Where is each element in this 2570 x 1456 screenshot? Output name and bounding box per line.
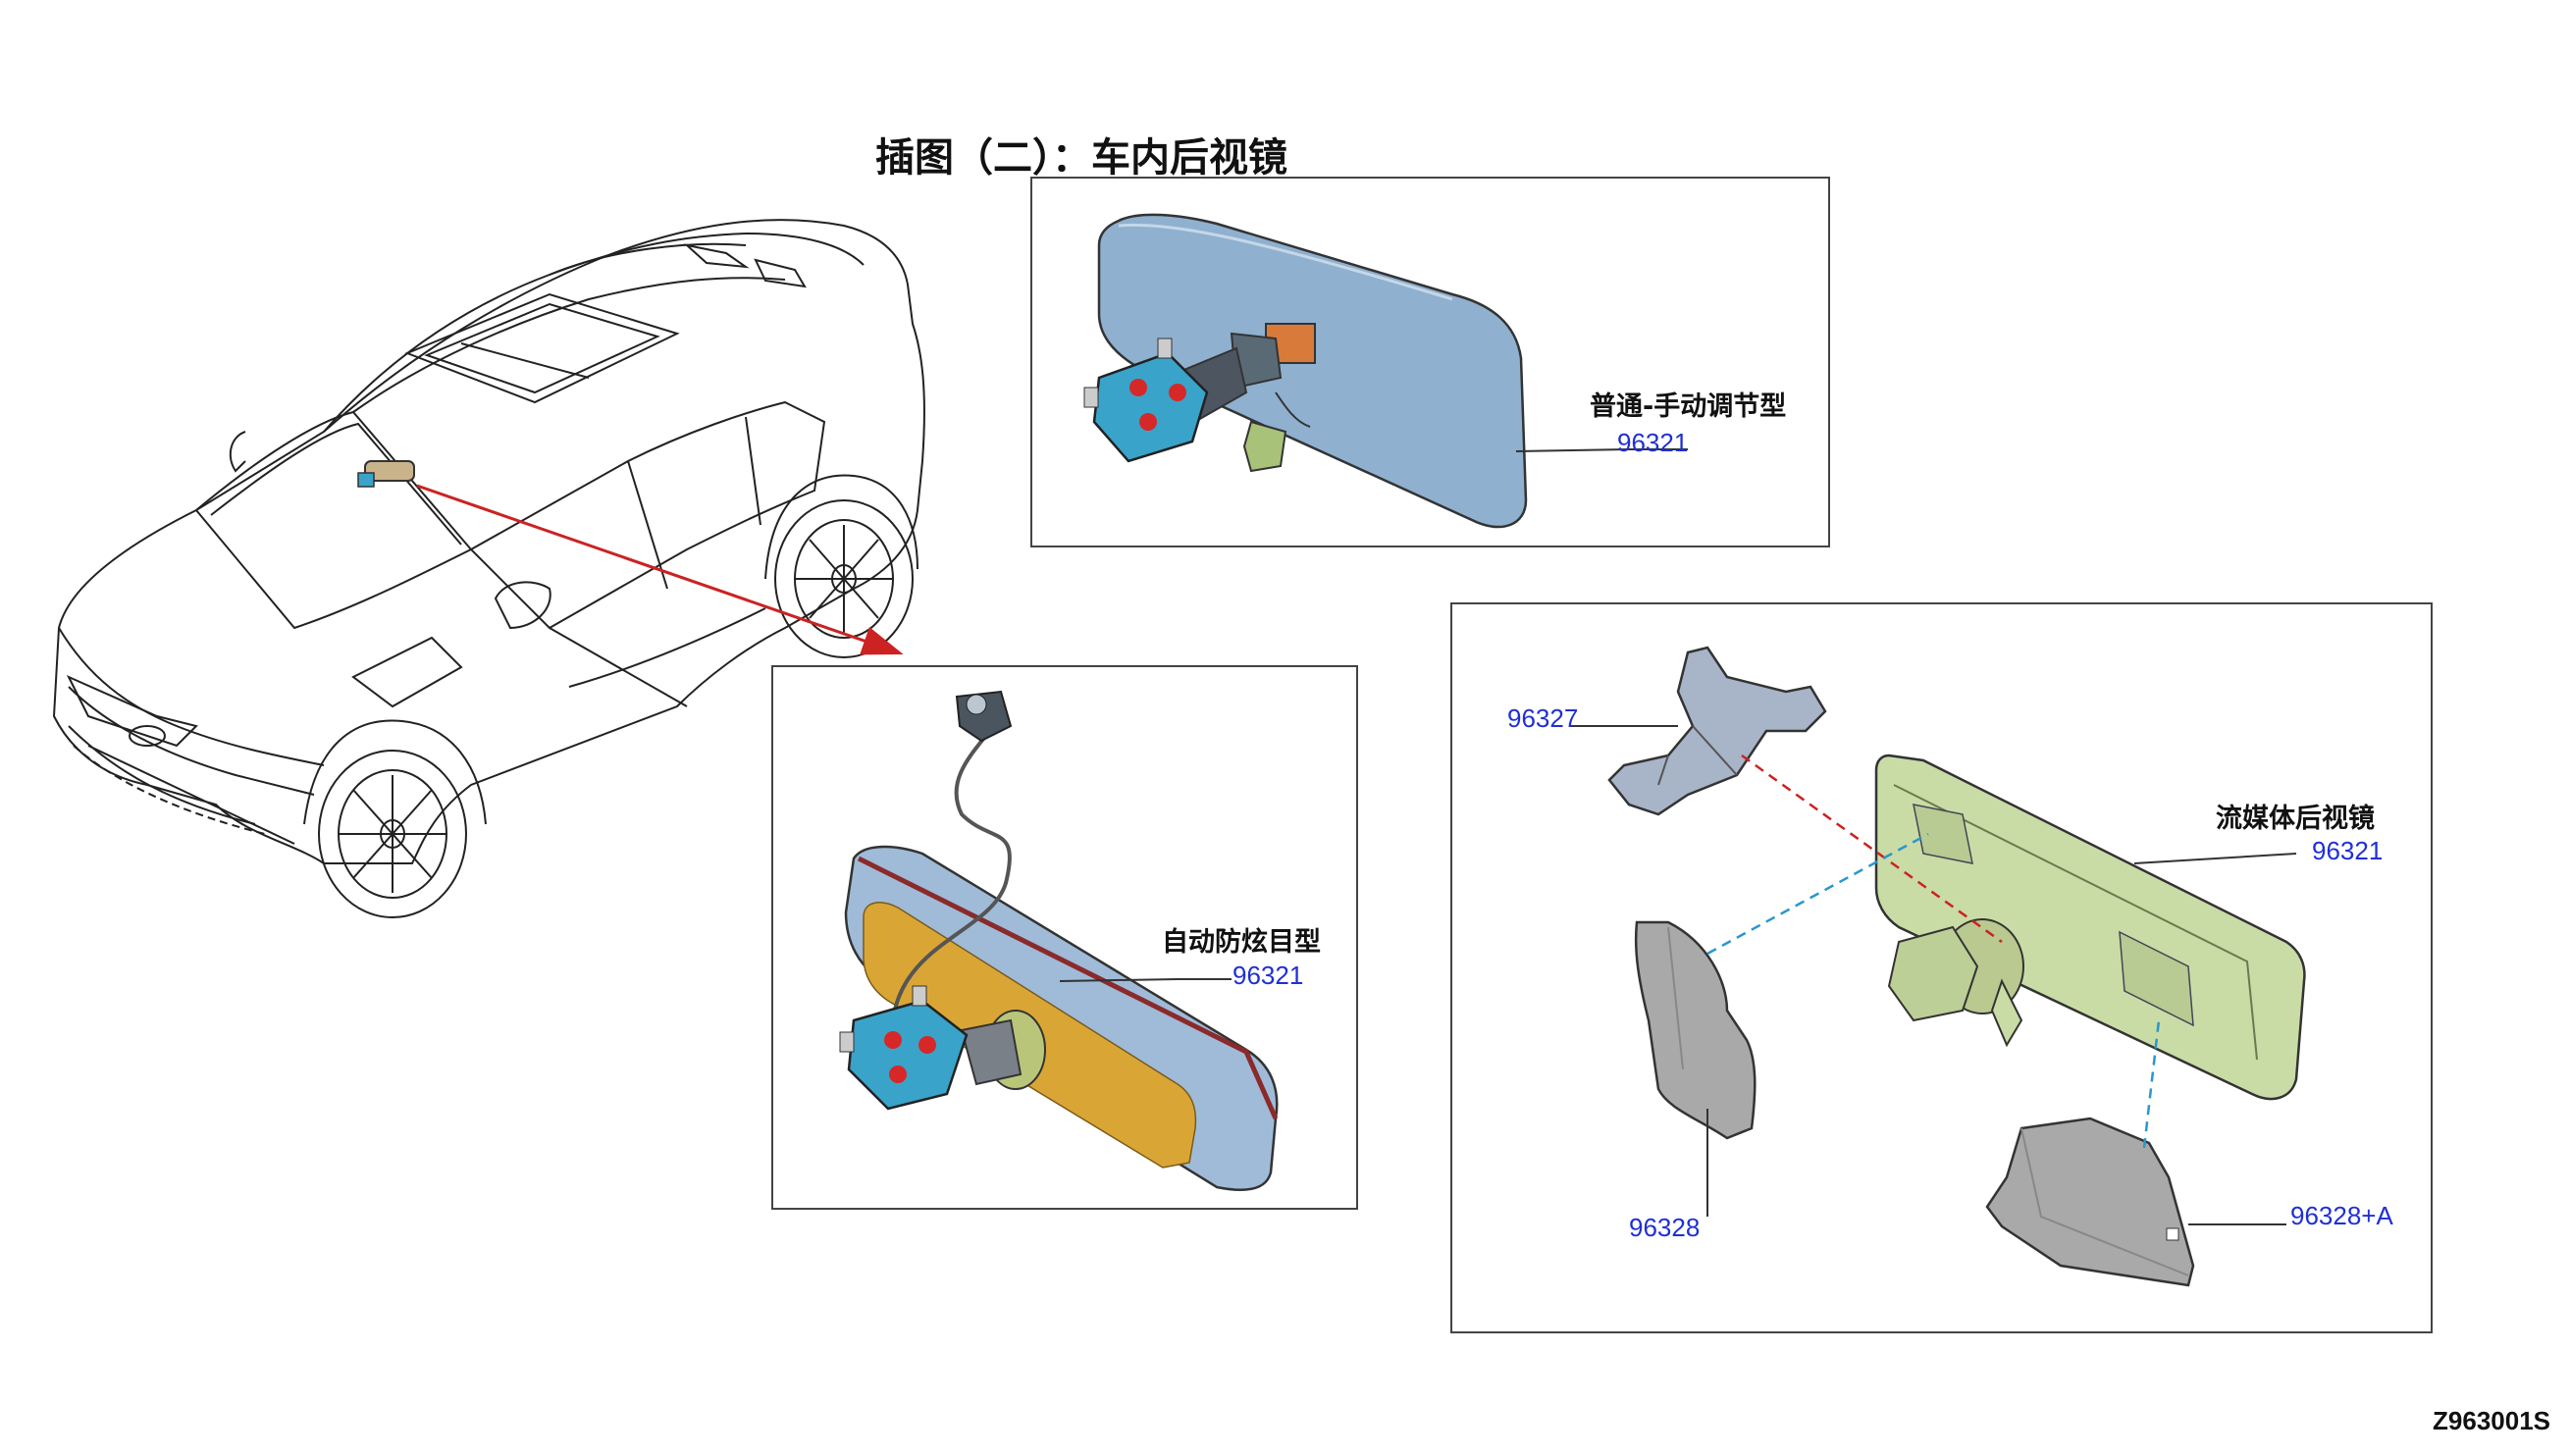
manual-mirror-drawing [1083,213,1688,529]
drawing-code: Z963001S [2433,1406,2550,1435]
left-cover-part-number: 96328 [1629,1213,1701,1242]
auto-dimming-mirror-label: 自动防炫目型 [1162,927,1321,958]
auto-dimming-mirror-drawing [839,690,1279,1192]
location-arrow [416,484,904,655]
diagram-title: 插图（二）：车内后视镜 [875,135,1287,181]
manual-mirror-label: 普通-手动调节型 [1590,391,1787,422]
bracket-part-number: 96327 [1507,703,1579,733]
media-mirror-part-number: 96321 [2312,836,2384,865]
car-mirror-location [357,460,415,488]
manual-mirror-part-number: 96321 [1617,428,1689,457]
auto-dimming-mirror-part-number: 96321 [1233,961,1304,990]
car-illustration [52,219,925,918]
media-mirror-label: 流媒体后视镜 [2216,804,2375,834]
media-mirror-drawing [1570,646,2306,1287]
right-cover-part-number: 96328+A [2290,1201,2393,1230]
